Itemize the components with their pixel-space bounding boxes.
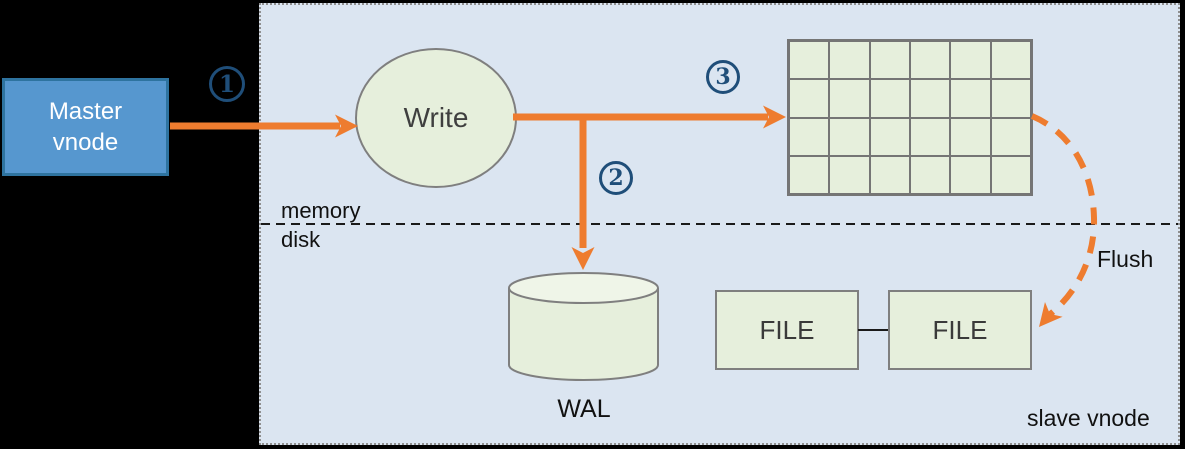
memory-buffer-grid <box>787 39 1033 196</box>
master-vnode-label: Master vnode <box>48 97 123 156</box>
grid-cell <box>909 155 951 194</box>
slave-vnode-label: slave vnode <box>1027 405 1150 431</box>
wal-label: WAL <box>557 395 611 423</box>
grid-cell <box>869 79 910 118</box>
grid-cell <box>950 155 991 194</box>
grid-cell <box>950 117 991 156</box>
step-2-badge: 2 <box>599 161 633 195</box>
grid-cell <box>789 41 830 80</box>
memory-label: memory <box>281 198 361 223</box>
grid-cell <box>869 41 910 80</box>
write-label: Write <box>403 102 469 133</box>
grid-cell <box>909 79 951 118</box>
grid-cell <box>950 79 991 118</box>
grid-cell <box>869 117 910 156</box>
grid-cell <box>990 41 1031 80</box>
write-node: Write <box>355 48 517 188</box>
grid-cell <box>789 155 830 194</box>
grid-cell <box>829 41 870 80</box>
file-node-1: FILE <box>715 290 859 370</box>
grid-cell <box>990 117 1031 156</box>
grid-cell <box>990 155 1031 194</box>
step-3-number: 3 <box>715 64 731 90</box>
file-1-label: FILE <box>759 314 815 345</box>
master-vnode-node: Master vnode <box>2 78 169 176</box>
step-1-number: 1 <box>218 70 235 98</box>
disk-label: disk <box>281 227 321 252</box>
grid-cell <box>869 155 910 194</box>
step-2-number: 2 <box>608 165 624 191</box>
file-node-2: FILE <box>888 290 1032 370</box>
grid-cell <box>829 155 870 194</box>
step-1-badge: 1 <box>209 66 245 102</box>
grid-cell <box>909 41 951 80</box>
file-2-label: FILE <box>932 314 988 345</box>
grid-cell <box>909 117 951 156</box>
flush-label: Flush <box>1097 246 1154 272</box>
grid-cell <box>990 79 1031 118</box>
step-3-badge: 3 <box>706 60 740 94</box>
grid-cell <box>829 79 870 118</box>
grid-cell <box>829 117 870 156</box>
grid-cell <box>950 41 991 80</box>
grid-cell <box>789 79 830 118</box>
grid-cell <box>789 117 830 156</box>
